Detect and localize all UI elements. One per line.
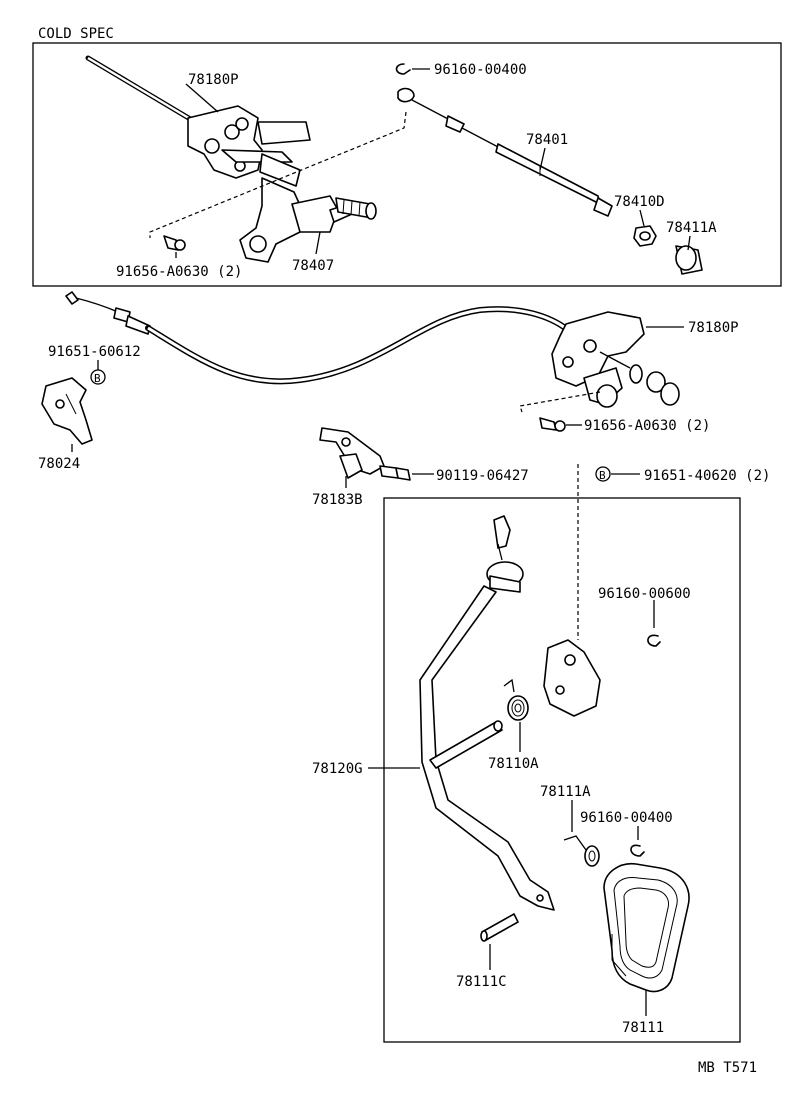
dashed-guide-top [149, 111, 407, 238]
bolt-91656-A0630-mid [539, 417, 566, 432]
leader-78407 [315, 231, 321, 255]
clamp-78024 [41, 377, 93, 445]
callout-91651-60612: 91651-60612 [48, 344, 141, 360]
callout-96160-00400-top: 96160-00400 [434, 62, 527, 78]
bolt-91656-A0630-top [163, 235, 186, 251]
callout-96160-00400-bottom: 96160-00400 [580, 810, 673, 826]
callout-78120G: 78120G [312, 761, 363, 777]
leader-78180P-top [185, 83, 219, 113]
clip-96160-00400-top [395, 63, 411, 75]
spring-78111A [563, 835, 600, 867]
leader-78410D [639, 209, 645, 227]
nut-78410D [633, 225, 657, 247]
callout-78111C: 78111C [456, 974, 507, 990]
callout-78183B: 78183B [312, 492, 363, 508]
pin-78111C [480, 913, 519, 942]
callout-91656-A0630-top: 91656-A0630 (2) [116, 264, 242, 280]
callout-78024: 78024 [38, 456, 80, 472]
lever-bracket [543, 639, 601, 717]
dashed-guide-mid [519, 391, 601, 413]
bracket-78407 [239, 177, 353, 263]
callout-78110A: 78110A [488, 756, 539, 772]
pedal-pad-78111 [603, 863, 690, 993]
callout-91656-A0630-mid: 91656-A0630 (2) [584, 418, 710, 434]
callout-96160-00600: 96160-00600 [598, 586, 691, 602]
bracket-assembly-78180P-mid [551, 311, 680, 408]
leader-78411A [687, 235, 691, 251]
callout-78411A: 78411A [666, 220, 717, 236]
bolt-90119-06427 [379, 465, 411, 481]
callout-78180P-top: 78180P [188, 72, 239, 88]
leader-78401 [539, 147, 546, 171]
pedal-shaft [429, 720, 503, 769]
clip-96160-00600 [647, 634, 661, 647]
stud-bolt-top [335, 197, 377, 220]
callout-91651-40620: 91651-40620 (2) [644, 468, 770, 484]
accelerator-cable [65, 291, 571, 385]
cold-spec-heading: COLD SPEC [38, 26, 114, 42]
callout-78180P-mid: 78180P [688, 320, 739, 336]
callout-90119-06427: 90119-06427 [436, 468, 529, 484]
callout-78111: 78111 [622, 1020, 664, 1036]
cold-spec-cable [85, 55, 195, 123]
callout-78401: 78401 [526, 132, 568, 148]
callout-78407: 78407 [292, 258, 334, 274]
b-marker-2-letter: B [599, 469, 606, 482]
b-marker-2 [595, 466, 611, 482]
callout-78111A: 78111A [540, 784, 591, 800]
diagram-code: MB T571 [698, 1060, 757, 1076]
b-marker-1-letter: B [94, 372, 101, 385]
clip-96160-00400-bottom [630, 844, 645, 857]
cap-78411A [675, 245, 703, 275]
callout-78410D: 78410D [614, 194, 665, 210]
bracket-78183B [319, 427, 385, 479]
cold-spec-box [32, 42, 782, 287]
pedal-assembly-box [383, 497, 741, 1043]
bracket-assembly-78180P-top [187, 105, 311, 187]
cable-78401 [397, 87, 613, 217]
pedal-arm-78120G [419, 515, 555, 911]
spring-78110A [503, 678, 529, 721]
